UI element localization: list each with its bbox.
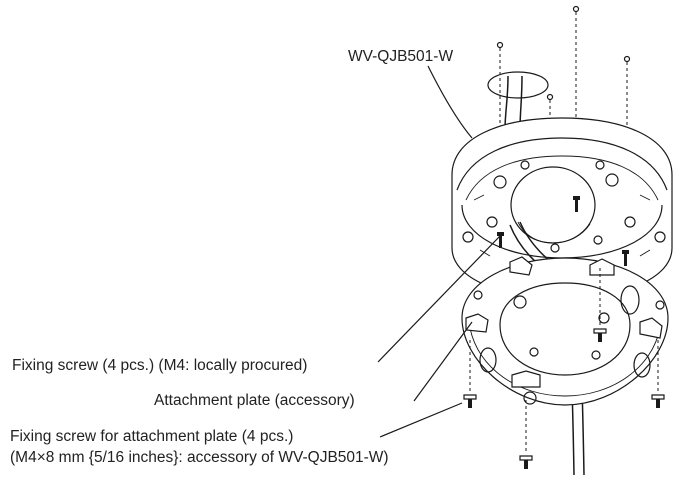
plate-screw-label-line-1: Fixing screw for attachment plate (4 pcs… <box>10 428 294 445</box>
plate-screw-label-line-2: (M4×8 mm {5/16 inches}: accessory of WV-… <box>10 449 389 466</box>
plate-fixing-screws <box>463 268 665 469</box>
leader-lines <box>377 65 501 438</box>
fixing-screw-label: Fixing screw (4 pcs.) (M4: locally procu… <box>12 357 308 374</box>
plate-screw-label: Fixing screw for attachment plate (4 pcs… <box>10 426 389 468</box>
model-label: WV-QJB501-W <box>348 48 454 65</box>
attachment-plate <box>461 256 669 406</box>
attachment-plate-label: Attachment plate (accessory) <box>154 392 355 409</box>
